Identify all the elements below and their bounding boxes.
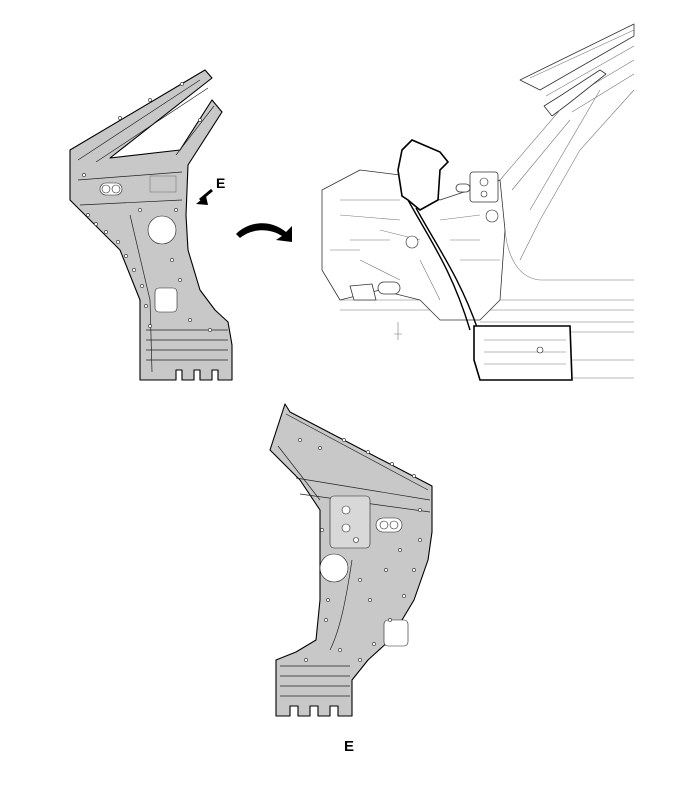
panel-view-e-hinge-hole-1 [341,505,351,515]
panel-view-e-hinge-hole-3 [353,537,359,543]
panel-view-e-hinge-plate [329,495,371,549]
panel-view-e [269,403,433,717]
panel-top-left-square-pad [154,287,178,313]
door-opening-line [504,229,634,281]
curved-rotate-arrow-icon [236,223,292,242]
panel-top-left-rivets [82,82,212,332]
vehicle-body-context [321,23,635,381]
oval-slot-right [455,183,471,193]
panel-view-e-slot-hole-2 [389,520,399,530]
panel-top-left-pillar-edge [77,79,215,163]
panel-view-e-rivets [298,438,422,662]
hinge-hole-2 [480,190,488,198]
panel-top-left-round-pad [147,215,177,245]
panel-top-left-hole-1 [101,184,111,194]
lower-oval-slot [377,281,401,295]
a-pillar-lines [499,89,635,261]
panel-top-left-top-box [149,175,177,193]
round-hole-right [485,209,499,223]
bracket-left [349,283,377,301]
view-arrow-label: E [216,175,226,191]
view-direction-arrow-icon [196,188,213,205]
panel-top-left [69,69,233,381]
panel-view-e-square-pad [383,619,409,647]
view-caption-label: E [344,738,355,755]
installed-panel-strip [407,199,479,331]
round-hole-mid [405,235,419,249]
panel-view-e-hinge-hole-2 [341,523,351,533]
installed-panel-lower-hole [536,346,544,354]
panel-view-e-round-pad [319,553,349,583]
panel-top-left-inner-edge [77,171,183,373]
installed-panel-lower-lines [484,339,566,365]
installed-panel-outline [397,139,450,211]
panel-view-e-pillar-edge [277,413,431,513]
panel-top-left-lower-ribs [146,329,228,361]
panel-view-e-slot-hole-1 [379,520,389,530]
panel-view-e-lower-ribs [280,665,350,697]
hinge-bracket-upper [469,171,499,203]
panel-view-e-curve [329,559,353,651]
panel-top-left-hole-2 [111,184,121,194]
bolt-stem [394,322,402,340]
roof-rail-lines [529,29,635,113]
roof-rail-outline [519,23,635,91]
front-structure-details [330,199,500,301]
a-pillar-strip [543,69,607,117]
installed-panel-lower [473,325,573,381]
panel-view-e-outline [269,403,433,717]
hinge-hole-1 [479,177,489,187]
